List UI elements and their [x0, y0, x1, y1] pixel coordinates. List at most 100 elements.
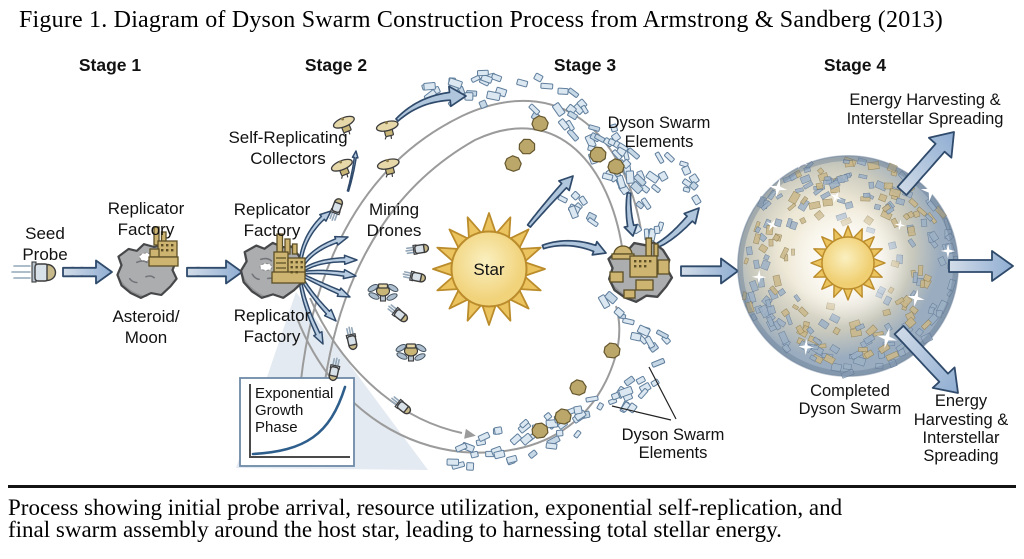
- sphere-panel: [913, 210, 921, 218]
- completed-label-line-2: Dyson Swarm: [799, 400, 902, 418]
- completed-label-line-1: Completed: [810, 382, 890, 400]
- decoration: [332, 357, 340, 367]
- star-label: Star: [473, 260, 505, 279]
- sparkle-glint: [768, 178, 788, 198]
- decoration: [377, 283, 389, 289]
- sphere-panel: [922, 273, 932, 283]
- host-star: Star: [432, 212, 546, 326]
- swarm-element: [627, 147, 640, 160]
- swarm-element: [519, 418, 529, 429]
- sphere-panel: [823, 353, 836, 365]
- sphere-panel: [802, 180, 814, 190]
- harvest-bottom-label-line-1: Energy: [935, 392, 988, 410]
- swarm-element: [650, 378, 660, 387]
- sphere-panel: [753, 259, 760, 270]
- swarm-element: [633, 173, 647, 187]
- orbit-arc-top-inner: [317, 127, 623, 459]
- sparkle-glint: [920, 180, 942, 202]
- collectors-label-line-1: Self-Replicating: [228, 128, 347, 147]
- sphere-panel: [812, 336, 823, 346]
- sparkle-glint: [907, 289, 925, 307]
- replication-fan-arrow: [300, 273, 351, 298]
- elements-bottom-label-line-1: Dyson Swarm: [622, 426, 725, 444]
- sphere-panel: [945, 232, 954, 242]
- swarm-element: [613, 307, 625, 318]
- sphere-panel: [792, 303, 799, 311]
- swarm-element: [618, 385, 634, 398]
- sphere-panel: [877, 342, 891, 355]
- sphere-panel: [878, 193, 888, 203]
- swarm-element: [585, 395, 599, 403]
- sphere-panel: [920, 319, 932, 331]
- self-replicating-collector-icon: [375, 120, 399, 140]
- swarm-element: [455, 442, 468, 453]
- replicator-factory-top-label-line-2: Factory: [244, 221, 301, 240]
- sphere-panel: [843, 363, 852, 370]
- decoration: [339, 160, 343, 164]
- small-craft-icons: [11, 115, 430, 415]
- exponential-growth-inset: Exponential Growth Phase: [239, 377, 355, 467]
- swarm-element: [607, 138, 616, 147]
- elements-bottom-label-line-2: Elements: [639, 444, 708, 462]
- sphere-panel: [920, 218, 928, 228]
- sparkle-glint: [751, 269, 767, 285]
- swarm-element: [625, 170, 635, 184]
- swarm-element: [637, 388, 649, 399]
- caption-line-2: final swarm assembly around the host sta…: [8, 516, 782, 542]
- mining-drone-icon: [395, 343, 427, 362]
- swarm-element: [620, 401, 631, 413]
- sphere-panel: [753, 233, 761, 245]
- self-replicating-collector-icon: [330, 158, 353, 179]
- replication-fan-arrow: [301, 268, 357, 280]
- star-disc: [450, 230, 528, 308]
- sphere-panel: [895, 197, 906, 206]
- sphere-panel: [908, 197, 919, 208]
- inset-axes: [249, 384, 350, 458]
- sphere-panel: [907, 210, 915, 219]
- pointer-line-1: [648, 366, 677, 420]
- swarm-element: [604, 291, 618, 305]
- swarm-element: [597, 294, 611, 309]
- swarm-element: [490, 73, 503, 83]
- sphere-panel: [758, 243, 769, 254]
- swarm-element: [567, 128, 579, 142]
- sparkle-glint: [766, 219, 778, 231]
- diagram-labels: Stage 1 Stage 2 Stage 3 Stage 4 Seed Pro…: [22, 55, 1008, 465]
- decoration: [386, 293, 398, 301]
- asteroid-moon-label-line-1: Asteroid/: [112, 307, 179, 326]
- sphere-panel: [768, 239, 774, 247]
- sphere-panel: [881, 203, 892, 213]
- industrialized-asteroid-structures: [609, 237, 670, 299]
- stage-transition-arrow-3: [680, 257, 739, 285]
- sphere-panel: [809, 354, 818, 362]
- mining-drones-label-line-1: Mining: [369, 200, 419, 219]
- energy-harvest-arrows: [893, 131, 1014, 394]
- sphere-panel: [808, 200, 821, 210]
- sparkle-glint: [858, 139, 874, 155]
- swarm-element: [493, 426, 503, 435]
- replicator-factory-top-label-line-1: Replicator: [234, 200, 311, 219]
- swarm-element: [688, 173, 700, 185]
- swarm-element: [644, 335, 655, 349]
- swarm-element: [552, 102, 566, 117]
- sphere-panel: [926, 200, 938, 212]
- swarm-element: [520, 432, 533, 446]
- sphere-panel: [885, 350, 900, 362]
- stage-1-header: Stage 1: [79, 55, 142, 75]
- replication-fan-arrow: [299, 235, 349, 270]
- sphere-panel: [840, 368, 855, 379]
- stage-4-header: Stage 4: [824, 55, 887, 75]
- sphere-panel: [927, 306, 935, 315]
- swarm-element: [573, 405, 583, 415]
- figure-caption: Process showing initial probe arrival, r…: [8, 496, 1018, 542]
- sphere-panel: [746, 246, 753, 256]
- sphere-panel: [865, 324, 878, 337]
- replication-fan-arrow: [299, 275, 337, 322]
- swarm-element: [558, 118, 570, 131]
- sphere-panel: [775, 193, 784, 200]
- elements-top-label-line-2: Elements: [625, 133, 694, 151]
- factory-outflow-arrow: [654, 207, 700, 249]
- sphere-panel: [766, 316, 776, 328]
- sphere-panel: [924, 213, 934, 222]
